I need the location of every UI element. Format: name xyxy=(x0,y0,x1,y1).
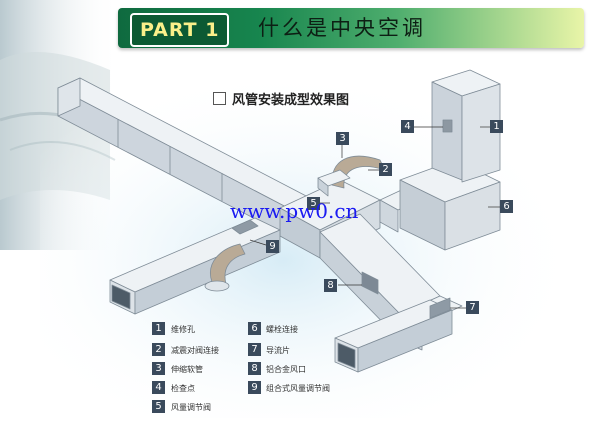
legend-num-1: 1 xyxy=(152,322,165,335)
banner-title: 什么是中央空调 xyxy=(258,16,426,40)
legend-num-4: 4 xyxy=(152,381,165,394)
callout-4: 4 xyxy=(401,120,414,133)
legend-num-9: 9 xyxy=(248,381,261,394)
legend-text-4: 检查点 xyxy=(171,384,195,393)
legend-text-3: 伸缩软管 xyxy=(171,365,203,374)
diagram-title: 风管安装成型效果图 xyxy=(213,88,349,108)
diagram-title-text: 风管安装成型效果图 xyxy=(232,92,350,108)
legend-text-5: 风量调节阀 xyxy=(171,403,211,412)
callout-1: 1 xyxy=(490,120,503,133)
legend-text-8: 铝合金风口 xyxy=(266,365,306,374)
part-label: PART 1 xyxy=(130,13,230,47)
legend-num-6: 6 xyxy=(248,322,261,335)
duct-outlet-side xyxy=(357,309,453,373)
duct-trunk-top xyxy=(57,77,311,209)
ahu-lower-side xyxy=(444,181,501,251)
legend-num-5: 5 xyxy=(152,400,165,413)
legend-num-7: 7 xyxy=(248,343,261,356)
callout-5: 5 xyxy=(307,197,320,210)
legend-text-7: 导流片 xyxy=(266,346,290,355)
legend-num-8: 8 xyxy=(248,362,261,375)
title-banner: PART 1 什么是中央空调 xyxy=(118,8,584,48)
callout-6: 6 xyxy=(500,200,513,213)
flexible-hose-lower xyxy=(210,243,246,285)
legend-text-9: 组合式风量调节阀 xyxy=(266,384,330,393)
callout-7: 7 xyxy=(466,301,479,314)
watermark-text: www.pw0.cn xyxy=(230,199,359,223)
legend-num-2: 2 xyxy=(152,343,165,356)
callout-3: 3 xyxy=(336,132,349,145)
checkbox-icon xyxy=(213,91,226,105)
callout-8: 8 xyxy=(324,279,337,292)
duct-trunk-end xyxy=(57,77,81,117)
legend-num-3: 3 xyxy=(152,362,165,375)
callout-2: 2 xyxy=(379,163,392,176)
ahu-column-side xyxy=(461,83,501,183)
legend-text-1: 维修孔 xyxy=(171,325,195,334)
duct-riser-front xyxy=(379,199,399,233)
legend-text-6: 螺栓连接 xyxy=(266,325,298,334)
callout-9: 9 xyxy=(266,240,279,253)
legend-text-2: 减震对阀连接 xyxy=(171,346,219,355)
